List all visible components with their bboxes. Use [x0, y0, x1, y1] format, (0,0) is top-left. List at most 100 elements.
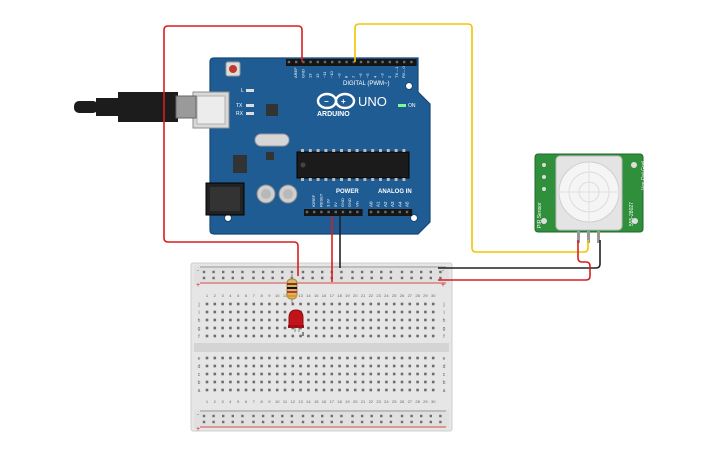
breadboard-hole [416, 364, 419, 368]
mounting-hole [405, 82, 413, 90]
header-pin[interactable] [327, 210, 330, 214]
breadboard-hole [260, 372, 263, 376]
breadboard-hole [205, 388, 209, 392]
column-number: 13 [298, 399, 303, 404]
header-pin[interactable] [345, 60, 348, 64]
breadboard-hole [338, 388, 341, 392]
breadboard-hole [353, 310, 357, 314]
breadboard-hole [268, 388, 271, 392]
breadboard-hole [408, 364, 412, 368]
breadboard-hole [205, 334, 209, 338]
breadboard-hole [338, 318, 341, 322]
breadboard-hole [314, 372, 318, 376]
breadboard-hole [346, 372, 349, 376]
header-pin[interactable] [405, 210, 409, 214]
small-component [266, 152, 274, 160]
header-pin[interactable] [305, 210, 309, 214]
header-pin[interactable] [302, 60, 305, 64]
header-pin[interactable] [331, 60, 334, 64]
header-pin[interactable] [295, 60, 298, 64]
breadboard-hole [346, 318, 349, 322]
breadboard-hole [361, 318, 365, 322]
on-led [398, 104, 406, 107]
breadboard-hole [260, 380, 263, 384]
header-pin[interactable] [384, 210, 387, 214]
breadboard-hole [369, 356, 373, 360]
header-pin[interactable] [334, 210, 337, 214]
wire-pin13-to-resistor[interactable] [163, 25, 303, 276]
column-number: 23 [376, 293, 381, 298]
rail-hole [439, 270, 442, 274]
header-pin[interactable] [395, 60, 399, 64]
breadboard-hole [244, 326, 248, 330]
rail-hole [380, 276, 383, 280]
breadboard-hole [268, 372, 271, 376]
breadboard-hole [252, 326, 256, 330]
rail-hole [380, 270, 383, 274]
header-pin[interactable] [320, 210, 323, 214]
header-pin[interactable] [341, 210, 345, 214]
breadboard-hole [314, 310, 318, 314]
breadboard-hole [283, 364, 287, 368]
header-pin[interactable] [352, 60, 355, 64]
rail-hole [400, 420, 404, 424]
power-pin-label: GND [347, 198, 352, 207]
breadboard-hole [252, 356, 256, 360]
header-pin[interactable] [313, 210, 316, 214]
breadboard-hole [244, 372, 248, 376]
breadboard-hole [431, 310, 435, 314]
top-power-rail [194, 266, 449, 284]
header-pin[interactable] [398, 210, 401, 214]
breadboard-hole [213, 372, 217, 376]
column-number: 26 [400, 399, 405, 404]
header-pin[interactable] [367, 60, 370, 64]
breadboard-hole [431, 302, 435, 306]
rail-hole [400, 276, 404, 280]
breadboard-hole [361, 302, 365, 306]
reset-button-cap[interactable] [229, 65, 237, 73]
rail-hole [370, 276, 373, 280]
breadboard-hole [307, 388, 310, 392]
header-pin[interactable] [381, 60, 384, 64]
crystal-oscillator [254, 133, 290, 147]
header-pin[interactable] [391, 210, 394, 214]
pir-pin-text: Vcc Out Gnd [641, 161, 647, 190]
breadboard-hole [330, 356, 334, 360]
breadboard-hole [424, 318, 427, 322]
column-number: 4 [229, 399, 232, 404]
header-pin[interactable] [338, 60, 341, 64]
breadboard-hole [275, 372, 279, 376]
header-pin[interactable] [309, 60, 312, 64]
rail-plus-label: + [196, 282, 200, 289]
header-pin[interactable] [377, 210, 380, 214]
rail-hole [351, 414, 354, 418]
wire-rail-to-pir-gnd[interactable] [438, 240, 601, 269]
breadboard-hole [283, 356, 287, 360]
breadboard-hole [244, 356, 248, 360]
digital-pin-label: ~11 [322, 71, 327, 78]
header-pin[interactable] [323, 60, 327, 64]
breadboard-hole [236, 380, 240, 384]
header-pin[interactable] [403, 60, 406, 64]
header-pin[interactable] [356, 210, 359, 214]
header-pin[interactable] [410, 60, 413, 64]
chip-pin [394, 178, 398, 181]
breadboard-hole [408, 388, 412, 392]
wire-rail-to-pir-vcc[interactable] [438, 240, 591, 281]
mounting-hole [410, 214, 418, 222]
breadboard-hole [268, 318, 271, 322]
header-pin[interactable] [349, 210, 352, 214]
header-pin[interactable] [359, 60, 363, 64]
header-pin[interactable] [316, 60, 319, 64]
wire-pin7-to-pir-out[interactable] [354, 23, 589, 253]
breadboard-hole [213, 334, 217, 338]
column-number: 22 [369, 399, 374, 404]
header-pin[interactable] [388, 60, 391, 64]
header-pin[interactable] [287, 60, 291, 64]
breadboard-hole [291, 356, 295, 360]
header-pin[interactable] [369, 210, 373, 214]
pir-label-right: 555-28027 [629, 202, 635, 226]
rail-hole [241, 270, 244, 274]
rail-hole [241, 420, 244, 424]
header-pin[interactable] [374, 60, 377, 64]
